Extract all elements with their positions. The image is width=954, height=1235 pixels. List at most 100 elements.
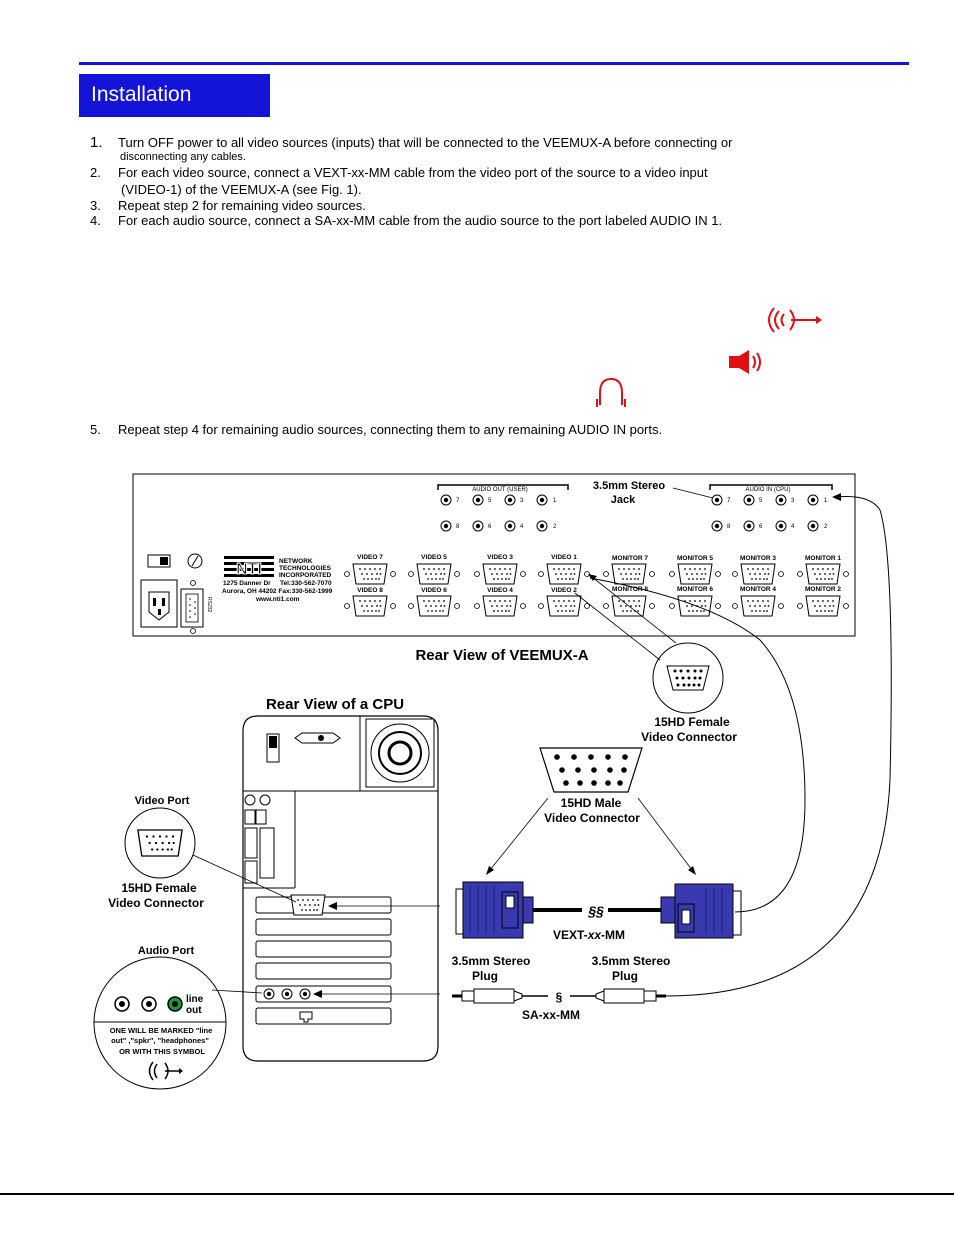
db15-port-connectors [344, 563, 849, 617]
jack-number: 2 [553, 524, 557, 530]
video-port-label: Video Port [135, 795, 190, 807]
audio-in-label: AUDIO IN (CPU) [746, 487, 791, 493]
monitor-port-label: MONITOR 4 [740, 586, 776, 593]
port-screw [584, 603, 590, 609]
jack-number: 6 [488, 524, 492, 530]
step-number: 5. [90, 422, 101, 437]
jack-number: 7 [727, 498, 731, 504]
jack-number: 4 [520, 524, 524, 530]
hd15-male-label: 15HD Male [561, 796, 622, 810]
port-screw [408, 571, 414, 577]
step-number: 4. [90, 213, 101, 228]
port-screw [797, 603, 803, 609]
db15-port [482, 563, 518, 585]
jack-callout-label: 3.5mm Stereo [593, 480, 665, 492]
step-text: For each audio source, connect a SA-xx-M… [118, 213, 723, 228]
port-screw [538, 571, 544, 577]
port-screw [390, 571, 396, 577]
step-number: 1. [90, 134, 103, 151]
plug-label: Plug [472, 969, 498, 983]
db15-port [416, 563, 452, 585]
company-web: www.nti1.com [255, 596, 300, 603]
svg-text:§§: §§ [587, 903, 604, 919]
monitor-port-label: MONITOR 2 [805, 586, 841, 593]
port-screw [520, 571, 526, 577]
connection-diagram: AUDIO OUT (USER) AUDIO IN (CPU) 7 5 3 1 … [93, 473, 892, 1090]
port-screw [344, 571, 350, 577]
jack-number: 6 [759, 524, 763, 530]
port-screw [843, 603, 849, 609]
video-port-label: VIDEO 7 [357, 554, 383, 561]
video-port-label: VIDEO 6 [421, 587, 447, 594]
port-screw [778, 571, 784, 577]
line-out-symbol-icon [148, 1061, 183, 1081]
step-1-continuation: disconnecting any cables. [120, 151, 246, 163]
vext-cable-label: VEXT-xx-MM [553, 928, 625, 942]
monitor-port-label: MONITOR 3 [740, 555, 776, 562]
jack-number: 8 [727, 524, 731, 530]
port-screw [649, 571, 655, 577]
monitor-port-label: MONITOR 8 [612, 586, 648, 593]
port-screw [520, 603, 526, 609]
db15-port [677, 595, 713, 617]
jack-number: 5 [488, 498, 492, 504]
step-text: Repeat step 2 for remaining video source… [118, 198, 366, 213]
company-address: 1275 Danner Dr [223, 580, 271, 587]
line-out-label: out [186, 1005, 202, 1016]
port-screw [408, 603, 414, 609]
audio-port-label: Audio Port [138, 945, 195, 957]
cpu-caption: Rear View of a CPU [266, 696, 404, 713]
db15-port [611, 563, 647, 585]
db15-port [805, 563, 841, 585]
step-number: 2. [90, 165, 101, 180]
video-port-label: VIDEO 8 [357, 587, 383, 594]
plug-label: Plug [612, 969, 638, 983]
step-text: Repeat step 4 for remaining audio source… [118, 422, 663, 437]
hd15-male-label: Video Connector [544, 811, 640, 825]
video-port-label: VIDEO 5 [421, 554, 447, 561]
plug-label: 3.5mm Stereo [452, 954, 531, 968]
company-name: TECHNOLOGIES [279, 565, 332, 572]
audio-port-note: OR WITH THIS SYMBOL [119, 1047, 205, 1056]
port-screw [584, 571, 590, 577]
port-screw [732, 603, 738, 609]
port-screw [778, 603, 784, 609]
port-screw [669, 571, 675, 577]
jack-number: 2 [824, 524, 828, 530]
nti-logo-icon: NTI [224, 556, 274, 579]
jack-number: 4 [791, 524, 795, 530]
monitor-port-label: MONITOR 7 [612, 555, 648, 562]
hd15-female-label: 15HD Female [121, 881, 197, 895]
db15-port [352, 595, 388, 617]
monitor-port-label: MONITOR 1 [805, 555, 841, 562]
step-text: For each video source, connect a VEXT-xx… [118, 165, 708, 180]
jack-number: 3 [520, 498, 524, 504]
step-number: 3. [90, 198, 101, 213]
sa-cable-label: SA-xx-MM [522, 1008, 580, 1022]
logo-lettering: NTI [236, 561, 262, 578]
vext-cable: §§ [455, 881, 742, 939]
svg-text:§: § [556, 990, 563, 1004]
hd15-female-label: 15HD Female [654, 715, 730, 729]
jack-number: 8 [456, 524, 460, 530]
db15-port [546, 563, 582, 585]
port-screw [732, 571, 738, 577]
jack-number: 7 [456, 498, 460, 504]
port-screw [390, 603, 396, 609]
jack-callout-label: Jack [611, 494, 636, 506]
port-screw [649, 603, 655, 609]
db15-port [416, 595, 452, 617]
hd15-female-label: Video Connector [641, 730, 737, 744]
jack-number: 3 [791, 498, 795, 504]
monitor-port-label: MONITOR 6 [677, 586, 713, 593]
port-screw [538, 603, 544, 609]
port-screw [715, 603, 721, 609]
port-screw [603, 571, 609, 577]
port-screw [344, 603, 350, 609]
company-name: INCORPORATED [279, 572, 332, 579]
db15-port [482, 595, 518, 617]
port-screw [603, 603, 609, 609]
port-screw [474, 571, 480, 577]
plug-label: 3.5mm Stereo [592, 954, 671, 968]
db15-port [352, 563, 388, 585]
